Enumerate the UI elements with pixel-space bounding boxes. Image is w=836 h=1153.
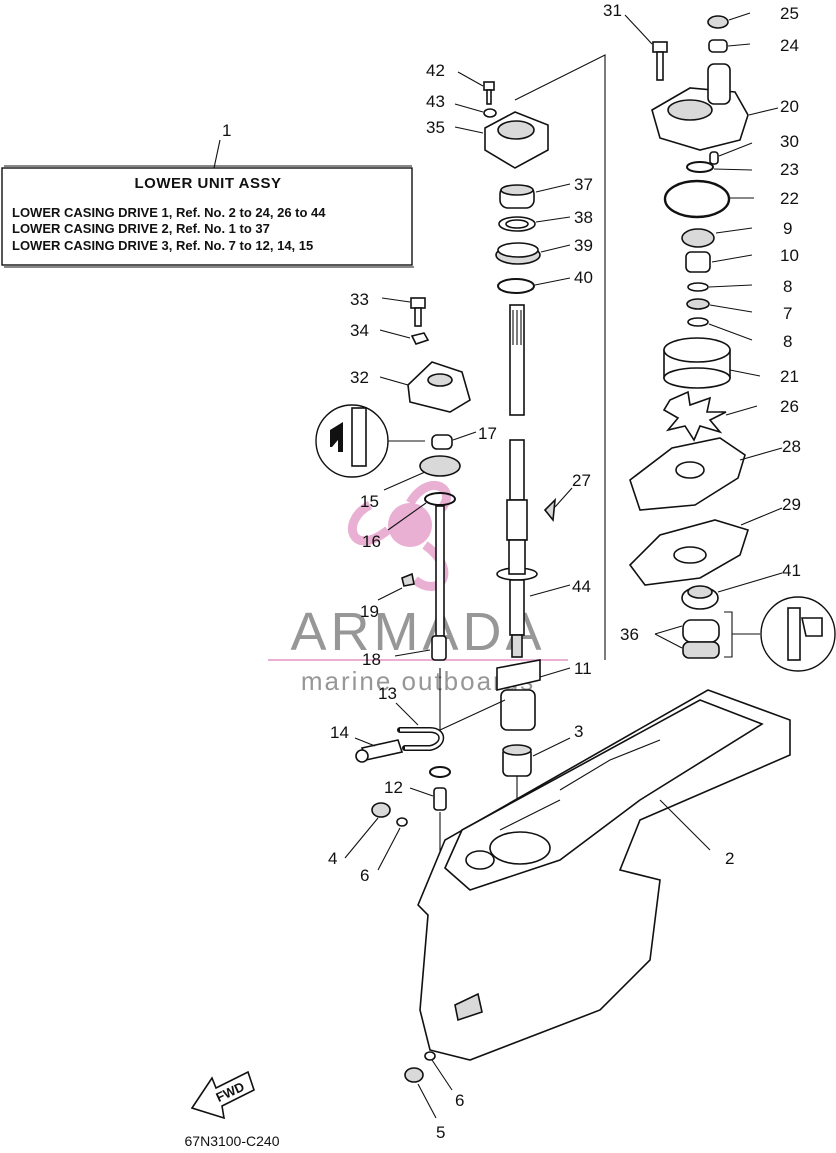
watermark-brand: ARMADA	[290, 602, 545, 662]
callout-26: 26	[780, 397, 799, 416]
callout-2: 2	[725, 849, 734, 868]
callout-35: 35	[426, 118, 445, 137]
assembly-title: LOWER UNIT ASSY	[135, 175, 282, 192]
callout-15: 15	[360, 492, 379, 511]
diagram-code: 67N3100-C240	[185, 1133, 280, 1148]
assembly-line-3: LOWER CASING DRIVE 3, Ref. No. 7 to 12, …	[12, 238, 313, 253]
shift-rod-group	[315, 297, 506, 890]
callout-28: 28	[782, 437, 801, 456]
assembly-ref-label: 1	[222, 121, 231, 140]
lower-casing-group	[404, 689, 791, 1119]
callout-37: 37	[574, 175, 593, 194]
assembly-line-1: LOWER CASING DRIVE 1, Ref. No. 2 to 24, …	[12, 205, 326, 220]
callout-4: 4	[328, 849, 337, 868]
callout-24: 24	[780, 36, 799, 55]
callout-12: 12	[384, 778, 403, 797]
callout-32: 32	[350, 368, 369, 387]
callout-21: 21	[780, 367, 799, 386]
callout-10: 10	[780, 246, 799, 265]
callout-42: 42	[426, 61, 445, 80]
callout-39: 39	[574, 236, 593, 255]
callout-5: 5	[436, 1123, 445, 1142]
callout-9: 9	[783, 219, 792, 238]
callout-25: 25	[780, 4, 799, 23]
callout-18: 18	[362, 650, 381, 669]
callout-33: 33	[350, 290, 369, 309]
drive-shaft-group	[454, 54, 606, 850]
callout-36: 36	[620, 625, 639, 644]
fwd-arrow: FWD	[190, 1070, 255, 1120]
callout-43: 43	[426, 92, 445, 111]
callout-38: 38	[574, 208, 593, 227]
watermark-tagline: marine outboards	[301, 666, 535, 696]
callout-14: 14	[330, 723, 349, 742]
callout-29: 29	[782, 495, 801, 514]
callout-41: 41	[782, 561, 801, 580]
callout-19: 19	[360, 602, 379, 621]
callout-20: 20	[780, 97, 799, 116]
callout-8-lower: 8	[783, 332, 792, 351]
callout-16: 16	[362, 532, 381, 551]
callout-31: 31	[603, 1, 622, 20]
callout-13: 13	[378, 684, 397, 703]
callout-27: 27	[572, 471, 591, 490]
callout-17: 17	[478, 424, 497, 443]
assembly-box: 1 LOWER UNIT ASSY LOWER CASING DRIVE 1, …	[1, 121, 414, 268]
callout-44: 44	[572, 577, 591, 596]
water-pump-group	[624, 12, 836, 672]
callout-6-upper: 6	[360, 866, 369, 885]
callout-11: 11	[574, 659, 592, 678]
callout-3: 3	[574, 722, 583, 741]
assembly-line-2: LOWER CASING DRIVE 2, Ref. No. 1 to 37	[12, 221, 270, 236]
callout-22: 22	[780, 189, 799, 208]
callout-labels: 31 25 24 20 30 23 22 9 10 8 7 8 21 26 28…	[328, 1, 801, 1142]
callout-6-lower: 6	[455, 1091, 464, 1110]
callout-40: 40	[574, 268, 593, 287]
callout-8-upper: 8	[783, 277, 792, 296]
callout-23: 23	[780, 160, 799, 179]
callout-30: 30	[780, 132, 799, 151]
callout-7: 7	[783, 304, 792, 323]
callout-34: 34	[350, 321, 369, 340]
